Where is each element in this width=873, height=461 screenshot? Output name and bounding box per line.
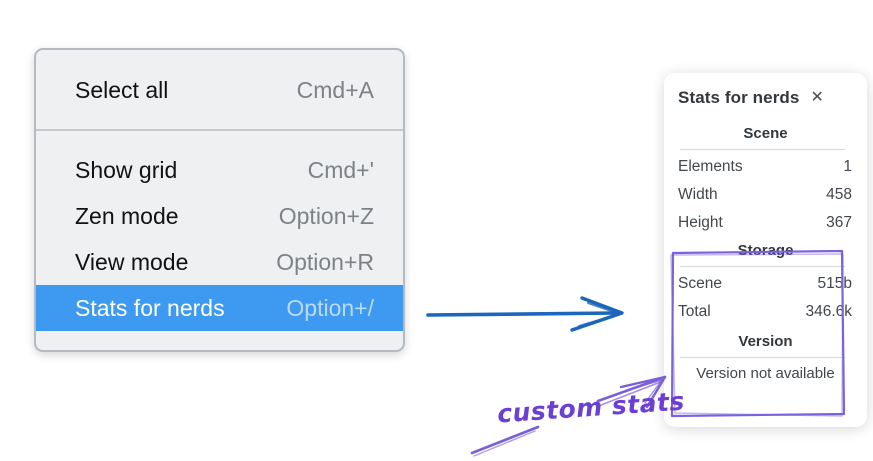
menu-item-shortcut: Option+/ — [286, 294, 374, 321]
menu-item-shortcut: Cmd+A — [296, 76, 374, 103]
section-heading-scene: Scene — [743, 125, 788, 142]
stat-row-elements: Elements 1 — [678, 153, 853, 181]
menu-item-label: Select all — [75, 76, 169, 103]
flow-arrow-icon — [426, 296, 624, 332]
menu-item-select-all[interactable]: Select all Cmd+A — [36, 67, 403, 113]
close-icon[interactable]: ✕ — [810, 88, 824, 106]
storage-rows: Scene 515b Total 346.6k — [678, 270, 853, 326]
stat-label: Width — [678, 186, 718, 203]
stat-label: Scene — [678, 275, 722, 292]
section-heading-storage: Storage — [737, 242, 794, 259]
version-note: Version not available — [696, 365, 835, 382]
scene-rows: Elements 1 Width 458 Height 367 — [678, 153, 853, 237]
stat-value: 367 — [826, 214, 852, 231]
menu-item-shortcut: Option+R — [276, 248, 374, 275]
menu-item-zen-mode[interactable]: Zen mode Option+Z — [36, 193, 403, 239]
stat-value: 1 — [843, 158, 852, 175]
menu-item-label: View mode — [75, 248, 189, 275]
stat-label: Elements — [678, 158, 743, 175]
stat-value: 346.6k — [805, 303, 852, 320]
stats-panel: Stats for nerds ✕ Scene Elements 1 Width… — [664, 73, 867, 427]
menu-item-view-mode[interactable]: View mode Option+R — [36, 239, 403, 285]
stat-label: Height — [678, 214, 723, 231]
menu-item-stats-for-nerds[interactable]: Stats for nerds Option+/ — [36, 285, 403, 331]
menu-item-label: Show grid — [75, 156, 178, 183]
menu-separator — [36, 129, 403, 131]
stat-row-scene-size: Scene 515b — [678, 270, 853, 298]
section-heading-version: Version — [738, 333, 793, 350]
menu-item-label: Stats for nerds — [75, 294, 225, 321]
menu-item-shortcut: Option+Z — [278, 202, 374, 229]
divider — [680, 149, 845, 150]
stats-panel-title: Stats for nerds — [678, 87, 800, 107]
menu-item-show-grid[interactable]: Show grid Cmd+' — [36, 147, 403, 193]
menu-item-shortcut: Cmd+' — [307, 156, 374, 183]
annotation-label: custom stats — [496, 386, 686, 429]
stat-row-height: Height 367 — [678, 209, 853, 237]
stats-panel-header: Stats for nerds ✕ — [678, 86, 853, 109]
divider — [680, 357, 845, 358]
context-menu: Select all Cmd+A Show grid Cmd+' Zen mod… — [34, 48, 405, 352]
stat-label: Total — [678, 303, 711, 320]
menu-item-label: Zen mode — [75, 202, 179, 229]
stat-value: 515b — [817, 275, 852, 292]
divider — [680, 266, 845, 267]
stat-row-total-size: Total 346.6k — [678, 298, 853, 326]
stat-row-width: Width 458 — [678, 181, 853, 209]
stat-value: 458 — [826, 186, 852, 203]
